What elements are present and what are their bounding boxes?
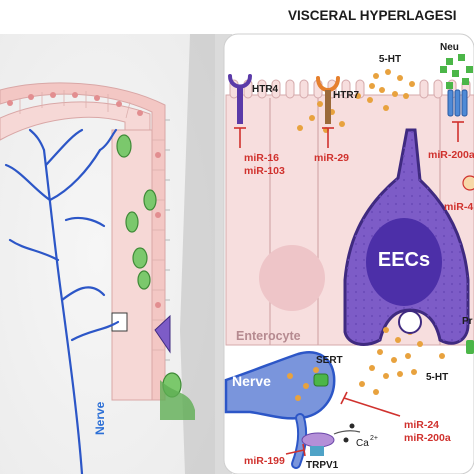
zoom-projection <box>180 34 232 474</box>
eec-nucleus <box>366 218 442 306</box>
mir-4-label: miR-4 <box>444 201 473 213</box>
serotonin-top-dots <box>297 69 415 133</box>
calcium-label: Ca <box>356 438 369 449</box>
mir-200a-bottom-label: miR-200a <box>404 432 451 444</box>
mir-4-node <box>462 175 474 191</box>
left-panel: Nerve <box>0 34 232 474</box>
mir-29-label: miR-29 <box>314 152 349 164</box>
neu-molecules <box>440 54 473 89</box>
neu-label: Neu <box>440 42 459 53</box>
eec-label: EECs <box>378 249 430 271</box>
neu-receptor <box>447 89 468 117</box>
htr4-stem <box>237 88 243 124</box>
nerve-cell <box>224 351 336 420</box>
sert-label: SERT <box>316 355 343 366</box>
intestinal-wall-column <box>111 129 153 401</box>
nerve-tree <box>4 128 120 474</box>
nerve-right-label: Nerve <box>232 373 271 389</box>
page-title: VISCERAL HYPERLAGESI <box>288 8 457 23</box>
mir-24-label: miR-24 <box>404 419 439 431</box>
sert-transporter <box>313 373 329 387</box>
sert-inhibition-line <box>343 397 401 417</box>
mir-16-label: miR-16 <box>244 152 279 164</box>
calcium-dot-2 <box>343 437 349 443</box>
mir-103-label: miR-103 <box>244 165 285 177</box>
trpv1-channel <box>301 432 335 448</box>
wall-nuclei <box>7 92 161 308</box>
wall-base-green <box>160 380 195 420</box>
trpv1-inhibition-bar <box>302 443 306 457</box>
pr-receptor <box>466 340 474 354</box>
right-panel: Enterocyte EECs 5-HT Neu <box>223 33 474 474</box>
htr4-label: HTR4 <box>252 84 279 95</box>
wall-eec-purple <box>154 314 171 354</box>
enterocyte-nucleus <box>259 245 325 311</box>
enterocyte-label: Enterocyte <box>236 329 301 343</box>
trpv1-label: TRPV1 <box>306 460 339 471</box>
htr7-receptor <box>316 76 340 124</box>
eec-vesicle <box>398 310 422 334</box>
calcium-arrow <box>333 430 361 435</box>
nerve-left-label: Nerve <box>93 401 107 435</box>
sert-inhibition-bar <box>340 391 348 405</box>
htr4-receptor <box>228 74 252 124</box>
wall-cell-dividers <box>19 90 165 351</box>
serotonin-bottom-label: 5-HT <box>426 372 448 383</box>
trpv1-inhibition-line <box>285 449 305 455</box>
mir-200a-top-label: miR-200a <box>428 149 474 161</box>
serotonin-top-label: 5-HT <box>379 54 401 65</box>
htr7-label: HTR7 <box>333 90 360 101</box>
pr-label: Pr <box>462 316 473 327</box>
htr7-stem <box>325 90 331 124</box>
serotonin-bottom-dots <box>359 327 445 395</box>
zoom-box <box>111 312 128 332</box>
nerve-cell-serotonin <box>287 367 319 401</box>
mir-199-label: miR-199 <box>244 455 285 467</box>
intestinal-wall-outer <box>0 82 166 401</box>
calcium-superscript: 2+ <box>370 435 378 442</box>
trpv1-pore <box>310 446 324 456</box>
calcium-dot-1 <box>349 423 355 429</box>
